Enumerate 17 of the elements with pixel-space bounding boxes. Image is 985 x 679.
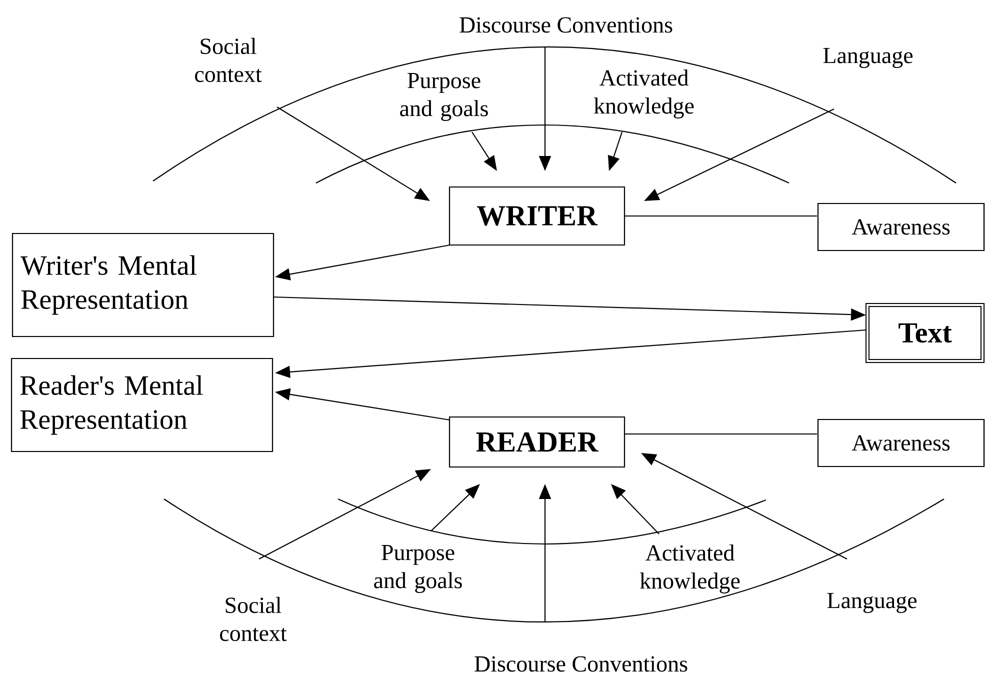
factor-label: Social context (195, 38, 262, 82)
representation-box: Writer's Mental Representation (12, 232, 274, 338)
factor-label: Social context (220, 596, 287, 642)
factor-label: Activated knowledge (640, 544, 740, 594)
factor-label: Discourse Conventions (460, 17, 672, 33)
factor-label: Language (823, 48, 913, 68)
role-box: READER (448, 416, 626, 468)
factor-label: Purpose and goals (374, 544, 462, 593)
factor-label: Language (827, 592, 917, 613)
factor-label: Discourse Conventions (474, 656, 688, 672)
role-box: WRITER (448, 186, 626, 246)
awareness-box: Awareness (817, 202, 985, 252)
text-box: Text (866, 303, 984, 363)
representation-box: Reader's Mental Representation (10, 358, 274, 452)
awareness-box: Awareness (817, 418, 985, 468)
factor-label: Purpose and goals (400, 72, 488, 122)
factor-label: Activated knowledge (594, 70, 694, 118)
